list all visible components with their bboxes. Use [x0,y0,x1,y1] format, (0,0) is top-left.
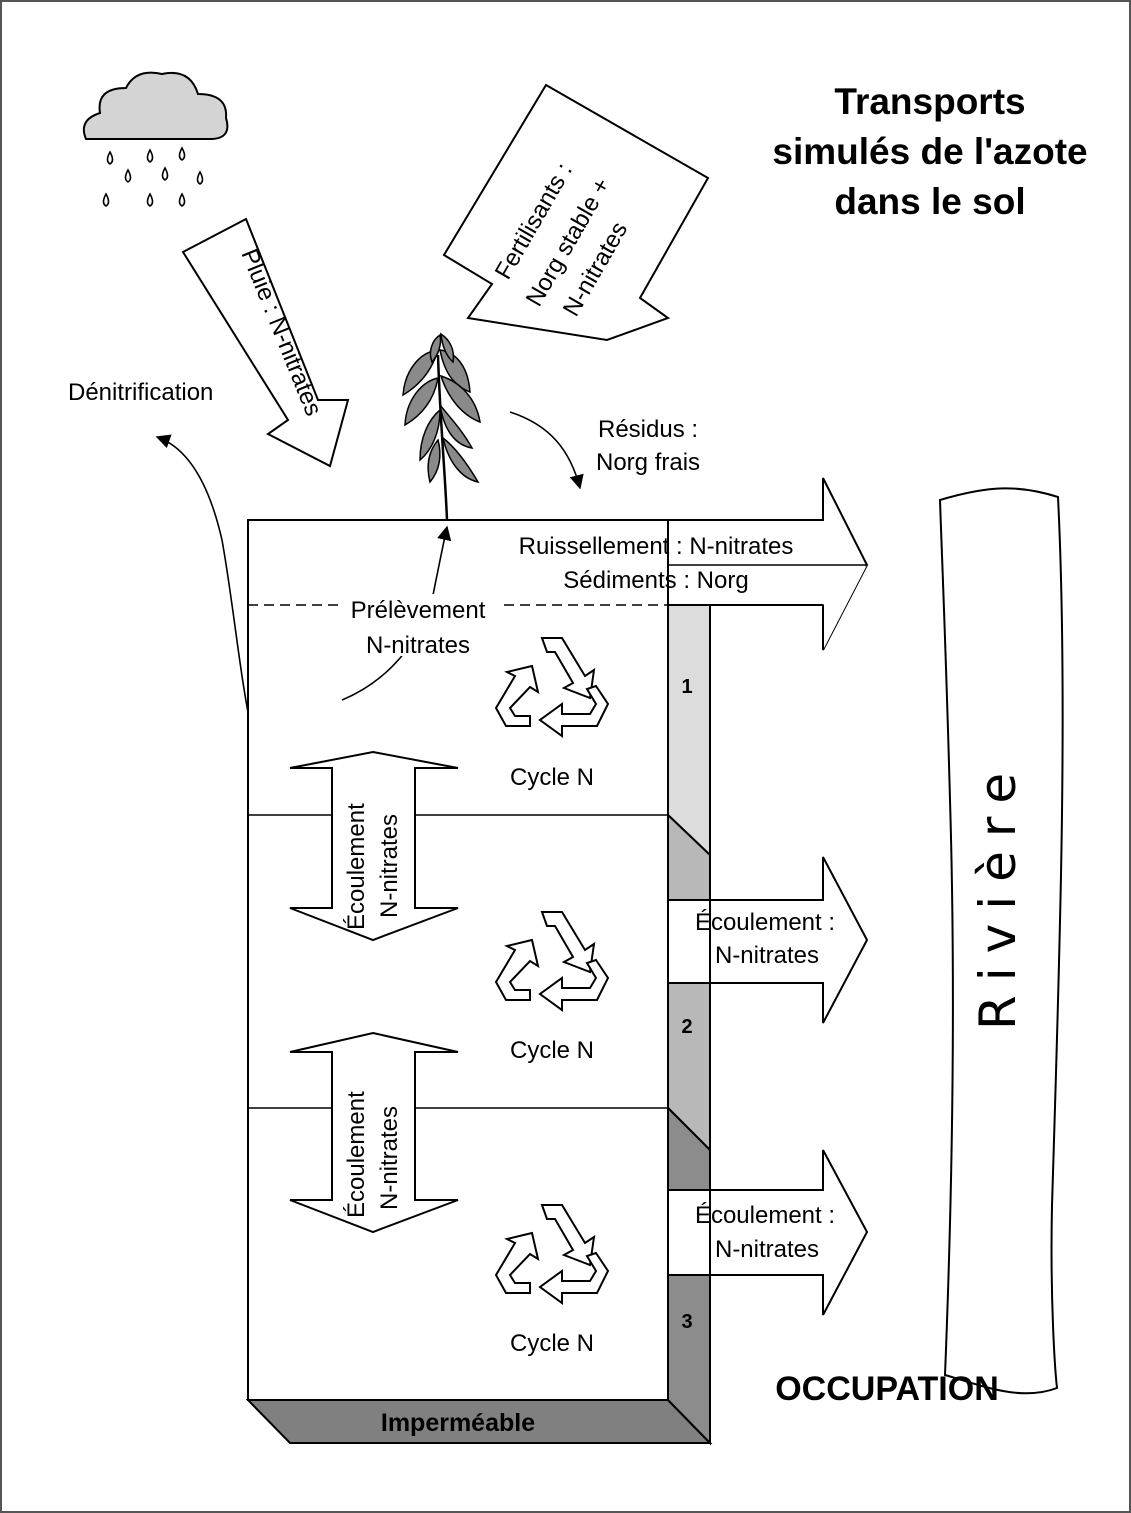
vertical-flow-arrow-1: Écoulement N-nitrates [289,750,459,942]
vertical-flow-2-label-1: Écoulement [343,1091,370,1218]
river-shape: Rivière [938,487,1064,1395]
layer-2-number: 2 [681,1016,692,1038]
lateral-flow-1-label-1: Écoulement : [695,909,835,936]
impermeable-label: Imperméable [381,1409,535,1437]
residues-label-1: Résidus : [598,416,698,443]
layer-3-number: 3 [681,1311,692,1333]
uptake-label-2: N-nitrates [366,632,470,659]
uptake-label-1: Prélèvement [351,597,486,624]
vertical-flow-arrow-2: Écoulement N-nitrates [289,1031,459,1234]
sediments-label: Sédiments : Norg [563,567,748,594]
plant-icon [402,332,481,521]
runoff-arrow: Ruissellement : N-nitrates Sédiments : N… [519,477,869,651]
layer-2-block: 2 [667,982,711,1191]
vertical-flow-1-label-1: Écoulement [343,803,370,930]
soil-profile: Imperméable [245,519,713,1446]
title-line-1: Transports [834,81,1025,122]
residues-label-2: Norg frais [596,449,700,476]
rain-cloud-icon [82,71,229,207]
residues-arrow [509,411,584,490]
lateral-flow-arrow-1: Écoulement : N-nitrates [695,856,869,1024]
vertical-flow-1-label-2: N-nitrates [376,814,403,918]
vertical-flow-2-label-2: N-nitrates [376,1106,403,1210]
fertilizer-input-arrow: Fertilisants : Norg stable + N-nitrates [442,83,710,342]
lateral-flow-arrow-2: Écoulement : N-nitrates [695,1149,869,1316]
lateral-flow-2-label-2: N-nitrates [715,1236,819,1263]
lateral-flow-2-label-1: Écoulement : [695,1202,835,1229]
layer-1-number: 1 [681,676,692,698]
layer-3-block-label: 3 [681,1311,692,1333]
denitrification-label: Dénitrification [68,379,213,406]
title-line-2: simulés de l'azote [772,131,1087,172]
rain-input-arrow: Pluie : N-nitrates [181,217,350,468]
layer-1-block: 1 [667,604,711,901]
title-line-3: dans le sol [834,181,1025,222]
cycle-n-label-1: Cycle N [510,764,594,791]
runoff-label: Ruissellement : N-nitrates [519,533,794,560]
occupation-label: OCCUPATION [775,1370,999,1408]
river-label: Rivière [969,759,1027,1030]
lateral-flow-1-label-2: N-nitrates [715,942,819,969]
cycle-n-label-2: Cycle N [510,1037,594,1064]
cycle-n-label-3: Cycle N [510,1330,594,1357]
